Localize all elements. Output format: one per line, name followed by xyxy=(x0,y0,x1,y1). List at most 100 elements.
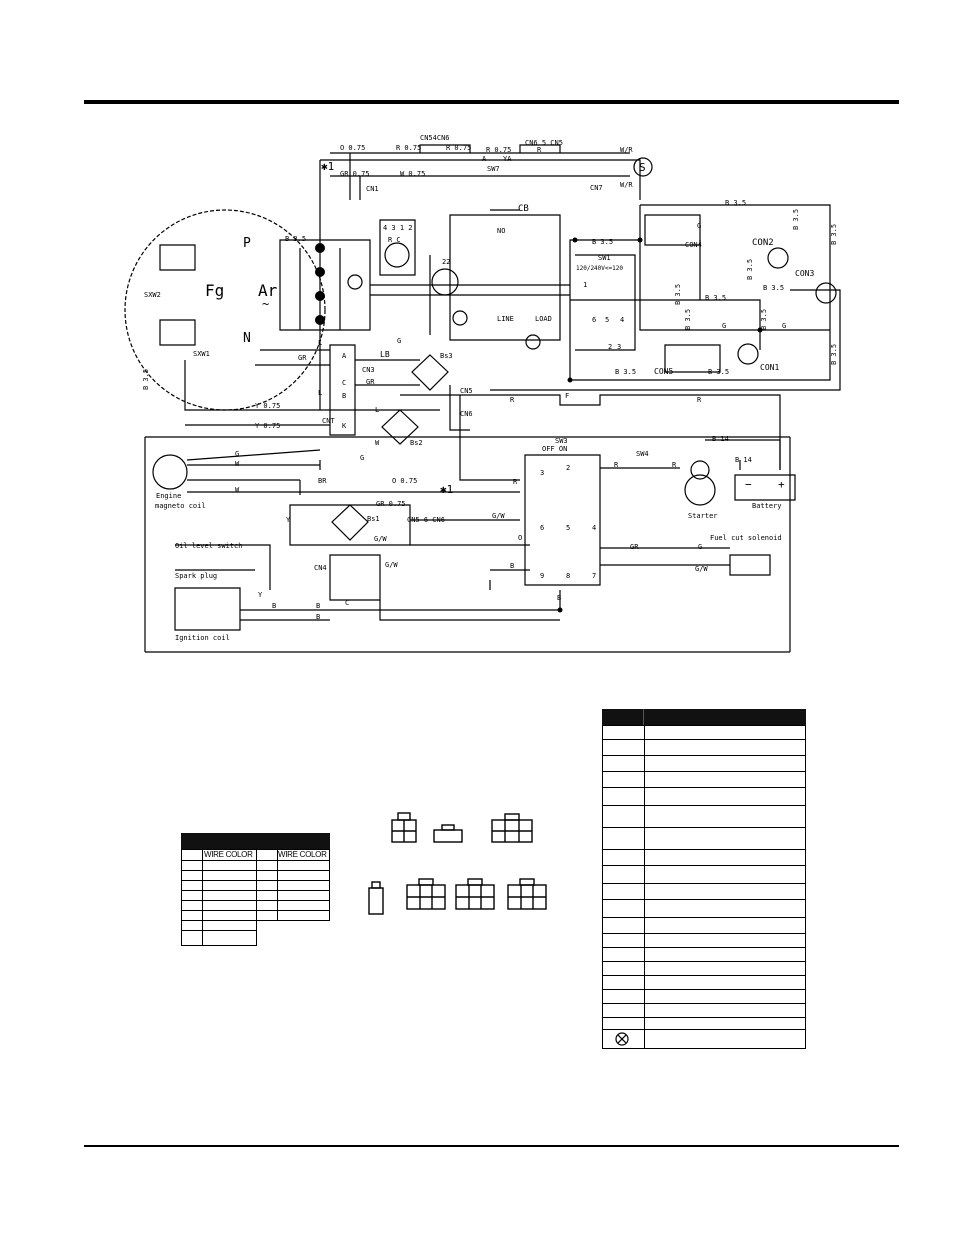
label-star1: ✱1 xyxy=(440,483,453,496)
label-o075-mid: O 0.75 xyxy=(392,477,417,485)
label-b35: B 3.5 xyxy=(674,284,682,305)
label-b35: B 3.5 xyxy=(705,294,726,302)
table-cell xyxy=(202,930,257,946)
wire xyxy=(600,467,730,566)
label-gw: G/W xyxy=(695,565,708,573)
wire xyxy=(575,254,636,351)
label-ignition-coil: Ignition coil xyxy=(175,634,230,642)
label-r: R xyxy=(614,461,619,469)
label-sw1-term: 2 xyxy=(608,343,612,351)
wire xyxy=(664,344,721,373)
label-con5: CON5 xyxy=(654,367,673,376)
wire-color-table-header xyxy=(181,833,330,849)
table-row xyxy=(603,866,805,884)
terminal-dot xyxy=(757,327,763,333)
label-l: L xyxy=(375,406,379,414)
label-cn3-b: B xyxy=(342,392,346,400)
table-cell xyxy=(277,910,330,921)
label-cn56cn6: CN5 6 CN6 xyxy=(407,516,445,524)
label-w: W xyxy=(235,486,240,494)
label-r075: R 0.75 xyxy=(486,146,511,154)
wire xyxy=(289,504,411,546)
wire xyxy=(705,439,781,470)
label-w: W xyxy=(375,439,380,447)
label-l: L xyxy=(318,389,322,397)
label-g: G xyxy=(722,322,726,330)
table-row xyxy=(603,828,805,850)
label-engine: Engine xyxy=(156,492,181,500)
frame-line xyxy=(319,159,641,410)
label-starter: Starter xyxy=(688,512,718,520)
label-v2: V2 xyxy=(317,317,325,324)
wire xyxy=(729,554,771,576)
outlet-con3 xyxy=(815,282,837,304)
label-g: G xyxy=(235,450,239,458)
table-cell xyxy=(256,910,278,921)
label-sw1-term: 1 xyxy=(583,281,587,289)
label-gw: G/W xyxy=(492,512,505,520)
table-row xyxy=(603,884,805,900)
label-g: G xyxy=(698,543,702,551)
label-s-motor: S xyxy=(639,161,646,174)
label-b35: B 3.5 xyxy=(615,368,636,376)
label-y075: Y 0.75 xyxy=(255,422,280,430)
label-b35: B 3.5 xyxy=(792,209,800,230)
label-oil-level-switch: Oil level switch xyxy=(175,542,242,550)
label-b: B xyxy=(510,562,514,570)
label-sw4: SW4 xyxy=(636,450,649,458)
voltmeter xyxy=(452,310,468,326)
table-row xyxy=(603,990,805,1004)
label-con2: CON2 xyxy=(752,238,774,248)
label-no: NO xyxy=(497,227,505,235)
label-p: P xyxy=(243,236,251,251)
label-line: LINE xyxy=(497,315,514,323)
wire xyxy=(379,219,416,276)
label-cn7: CN7 xyxy=(590,184,603,192)
wire xyxy=(370,255,570,335)
label-cn3: CN3 xyxy=(362,366,375,374)
wire xyxy=(410,519,530,546)
label-bs2: Bs2 xyxy=(410,439,423,447)
label-sw7: SW7 xyxy=(487,165,500,173)
table-row xyxy=(603,948,805,962)
wire xyxy=(184,349,440,426)
label-b35: B 3.5 xyxy=(285,235,306,243)
label-g: G xyxy=(360,454,364,462)
label-sw3: SW3 xyxy=(555,437,568,445)
label-term: 4 xyxy=(592,524,596,532)
table-row xyxy=(603,772,805,788)
label-con1: CON1 xyxy=(760,363,779,372)
label-v1: V1 xyxy=(317,269,325,276)
connector-1pin xyxy=(433,829,463,843)
table-row xyxy=(603,1030,805,1048)
label-magneto-coil: magneto coil xyxy=(155,502,206,510)
label-b35: B 3.5 xyxy=(760,309,768,330)
label-gr: GR xyxy=(298,354,307,362)
wire xyxy=(175,544,271,590)
label-b35: B 3.5 xyxy=(592,238,613,246)
label-cn54cn6: CN54CN6 xyxy=(420,134,450,142)
label-off-on: OFF ON xyxy=(542,445,567,453)
label-b35: B 3.5 xyxy=(725,199,746,207)
connector-6pin-key xyxy=(418,878,434,886)
table-row xyxy=(603,740,805,756)
label-c: C xyxy=(345,599,349,607)
table-row xyxy=(603,934,805,948)
terminal-dot xyxy=(557,607,563,613)
wire xyxy=(489,569,530,590)
label-cnt: CNT xyxy=(322,417,335,425)
label-b14: B 14 xyxy=(712,435,729,443)
legend-table-header xyxy=(602,709,806,725)
terminal-dot xyxy=(315,243,325,253)
label-ya: YA xyxy=(503,155,512,163)
label-b35: B 3.5 xyxy=(830,344,838,365)
label-term: 3 xyxy=(540,469,544,477)
label-swing: ~ xyxy=(262,297,269,311)
wire xyxy=(329,554,381,601)
label-r075: R 0.75 xyxy=(446,144,471,152)
wire xyxy=(524,454,601,586)
wire xyxy=(159,244,196,346)
label-gr: GR xyxy=(366,378,375,386)
label-sw1-range: 120/240V<=120 xyxy=(576,265,623,272)
wire xyxy=(330,152,620,200)
